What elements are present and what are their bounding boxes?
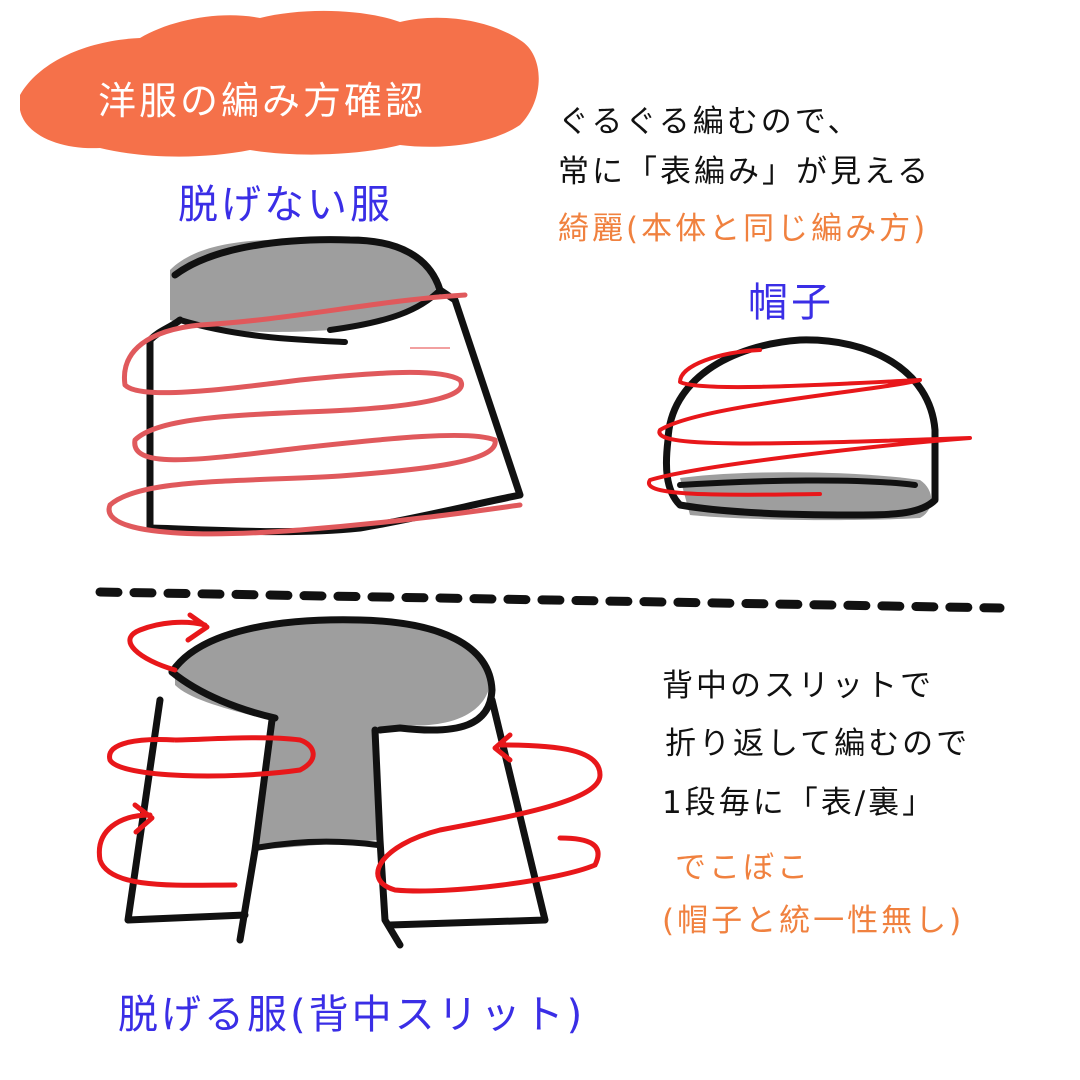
top-note-line-1: ぐるぐる編むので、: [558, 104, 862, 140]
sweater-no-slit-drawing: [106, 236, 524, 537]
title-brush-stroke: [20, 10, 539, 157]
page-title: 洋服の編み方確認: [98, 79, 427, 123]
top-note-result: 綺麗(本体と同じ編み方): [558, 211, 929, 247]
bottom-note-result-1: でこぼこ: [675, 850, 811, 886]
section-divider: [95, 587, 1005, 613]
sweater-with-slit-drawing: [96, 612, 603, 949]
bottom-note-line-1: 背中のスリットで: [662, 668, 934, 704]
sweater-with-slit-label: 脱げる服(背中スリット): [118, 992, 586, 1038]
hat-label: 帽子: [748, 280, 834, 326]
bottom-note-result-2: (帽子と統一性無し): [662, 903, 965, 939]
bottom-note-line-3: 1段毎に「表/裏」: [662, 785, 937, 821]
bottom-note-line-2: 折り返して編むので: [665, 726, 971, 762]
hat-drawing: [646, 336, 972, 521]
sweater-no-slit-label: 脱げない服: [178, 182, 393, 228]
top-note-line-2: 常に「表編み」が見える: [558, 154, 932, 190]
